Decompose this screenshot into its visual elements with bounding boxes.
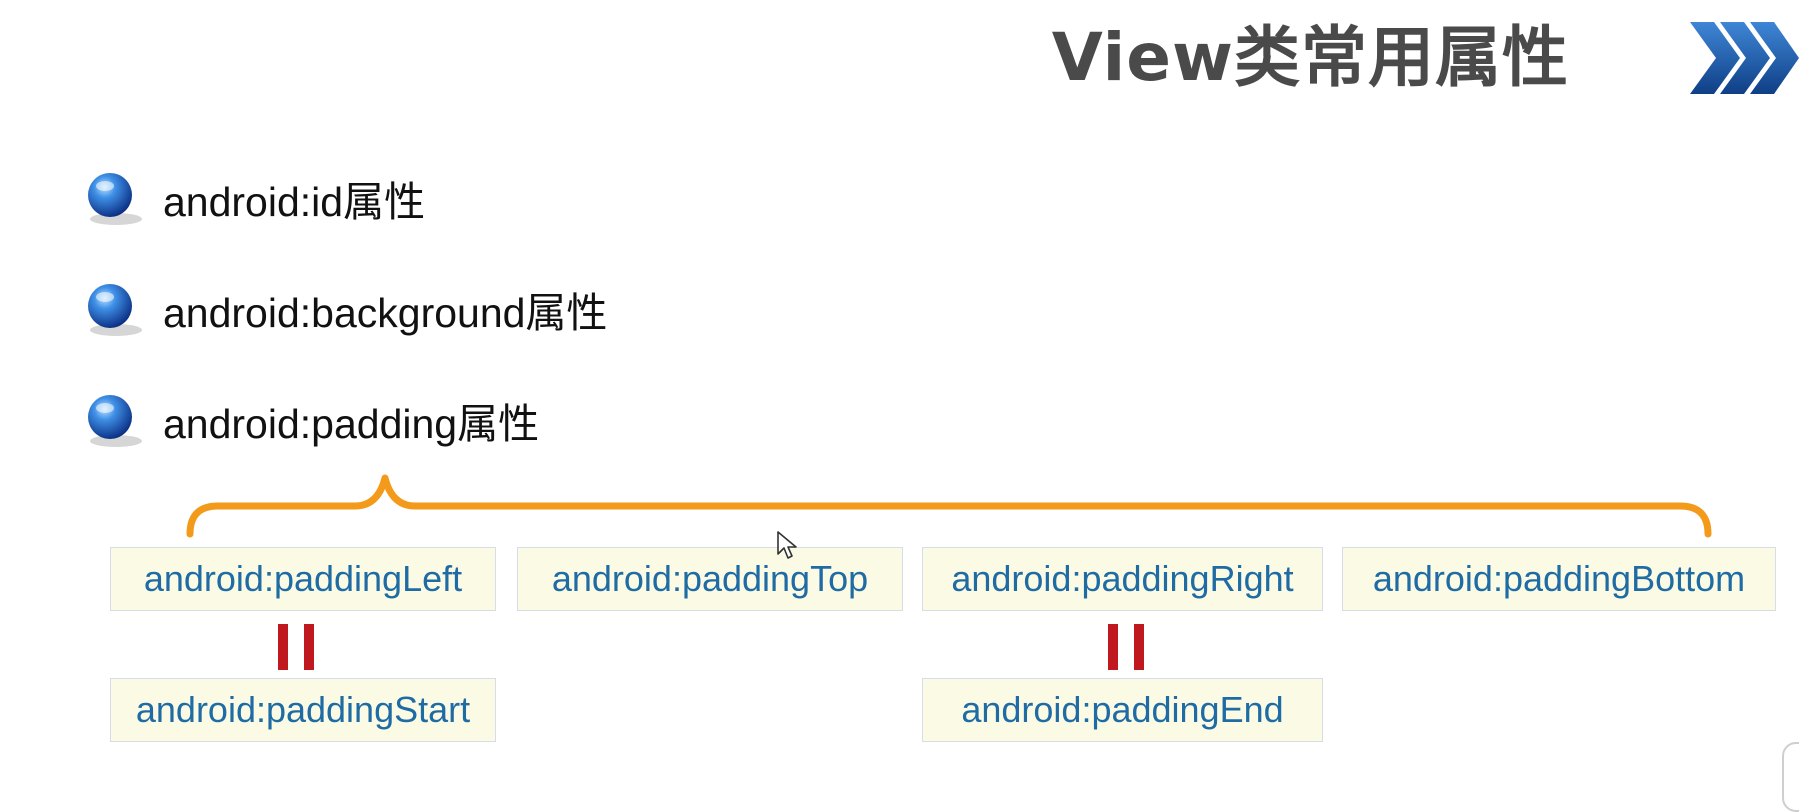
slide-edge-decoration [1782, 742, 1799, 812]
padding-end-box: android:paddingEnd [922, 678, 1323, 742]
mouse-pointer-icon [777, 531, 797, 559]
bullet-label: android:background属性 [163, 290, 608, 336]
padding-bottom-box: android:paddingBottom [1342, 547, 1776, 611]
slide-title: View类常用属性 [1051, 19, 1569, 96]
equivalence-mark [276, 624, 316, 670]
bullet-item-padding: android:padding属性 [84, 385, 539, 455]
curly-brace [186, 474, 1712, 538]
blue-sphere-bullet-icon [88, 284, 142, 336]
padding-left-box: android:paddingLeft [110, 547, 496, 611]
bullet-label: android:padding属性 [163, 401, 540, 447]
padding-start-box: android:paddingStart [110, 678, 496, 742]
padding-right-box: android:paddingRight [922, 547, 1323, 611]
equivalence-mark [1106, 624, 1146, 670]
bullet-item-background: android:background属性 [84, 274, 607, 344]
bullet-item-id: android:id属性 [84, 163, 425, 233]
bullet-label: android:id属性 [163, 179, 426, 225]
blue-sphere-bullet-icon [88, 395, 142, 447]
triple-chevron-right-icon [1690, 22, 1799, 94]
padding-top-box: android:paddingTop [517, 547, 903, 611]
blue-sphere-bullet-icon [88, 173, 142, 225]
